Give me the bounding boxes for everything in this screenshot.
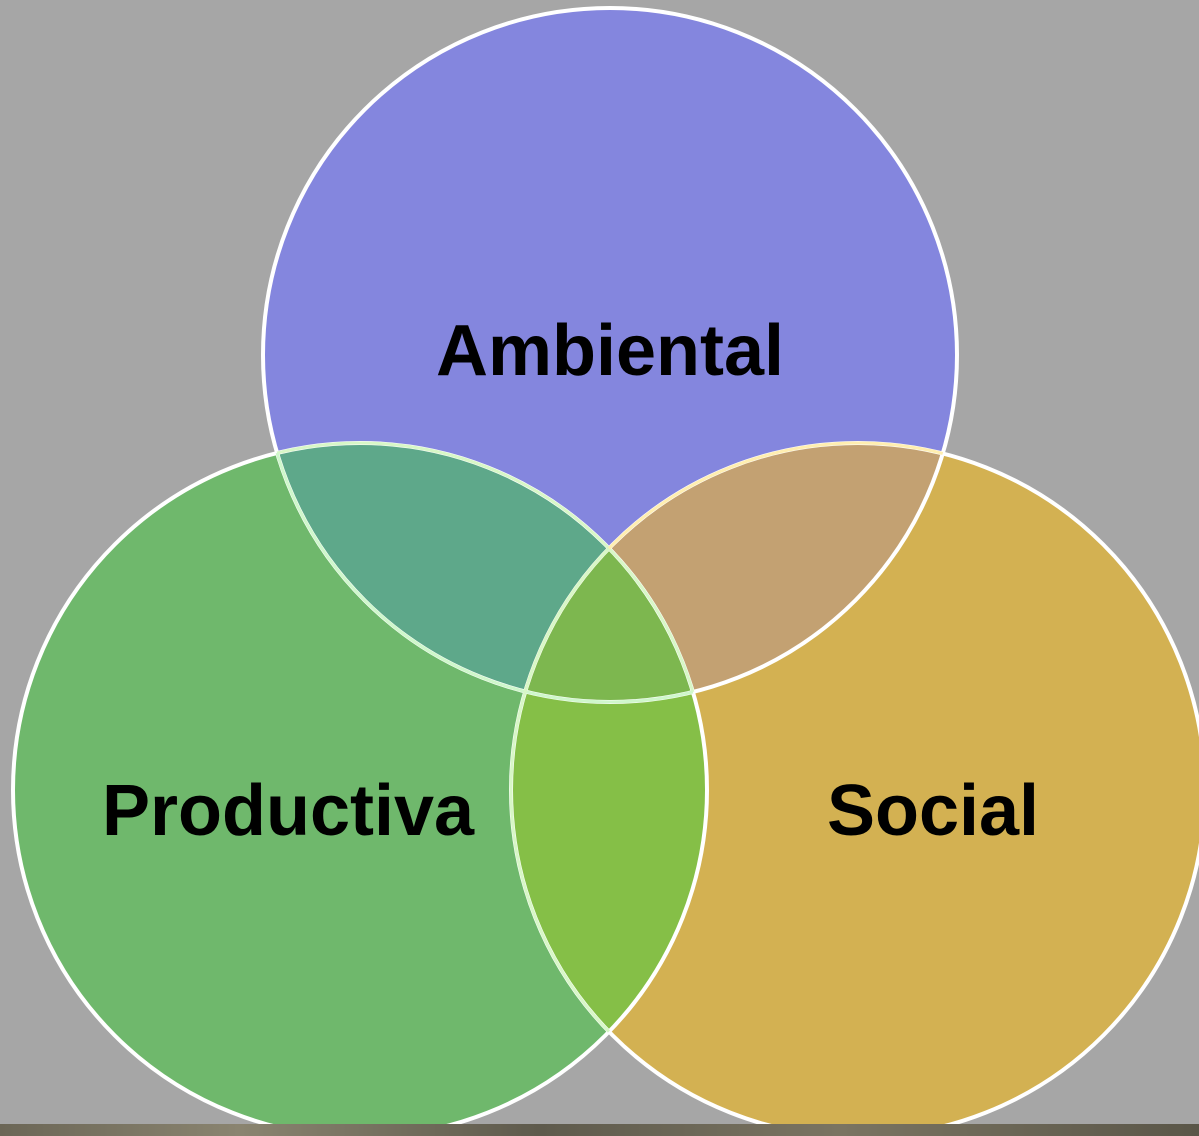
overlap-ambiental-social: [511, 443, 957, 702]
label-productiva: Productiva: [102, 771, 475, 851]
overlap-ambiental-productiva: [263, 443, 707, 702]
label-social: Social: [827, 771, 1039, 851]
label-ambiental: Ambiental: [436, 311, 784, 391]
intersection-arcs: [261, 441, 957, 1136]
background-photo-strip: [0, 1124, 1199, 1136]
